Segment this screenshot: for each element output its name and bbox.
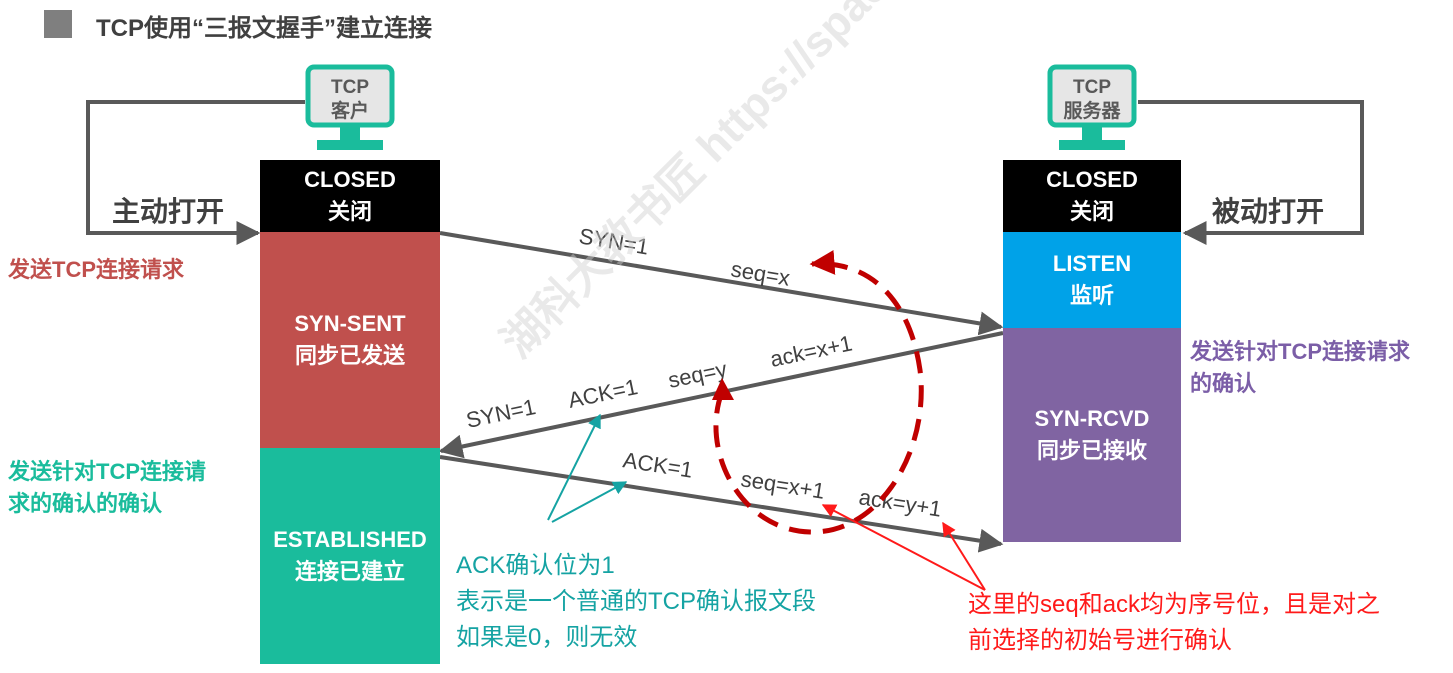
watermark: 湖科大教书匠 https://space.bilibili.com/360996…	[492, 0, 1453, 367]
page-title: TCP使用“三报文握手”建立连接	[96, 15, 432, 42]
server-state-listen-desc: 监听	[1069, 283, 1114, 308]
server-state-syn-rcvd-name: SYN-RCVD	[1034, 406, 1150, 431]
seq-note-pointer-2	[942, 521, 986, 591]
message-1-seq: seq=x	[729, 256, 792, 290]
client-monitor-line2: 客户	[331, 99, 369, 122]
seq-note-pointer-1	[821, 504, 986, 591]
active-open-arrow	[86, 100, 305, 245]
passive-open-arrow	[1138, 100, 1364, 245]
server-send-ack-label-line2: 的确认	[1190, 371, 1257, 396]
client-monitor-icon: TCP 客户	[305, 64, 395, 150]
ack-note-pointer-2	[551, 481, 628, 523]
ack-note-line1: ACK确认位为1	[456, 552, 615, 579]
message-2-ack-flag: ACK=1	[566, 374, 640, 413]
ack-note-line2: 表示是一个普通的TCP确认报文段	[456, 588, 816, 615]
dashed-loop-arrow	[713, 249, 924, 535]
server-state-closed-name: CLOSED	[1046, 167, 1138, 192]
seq-note-line1: 这里的seq和ack均为序号位，且是对之	[968, 591, 1381, 618]
message-2-syn: SYN=1	[464, 394, 538, 433]
client-send-ack-label: 发送针对TCP连接请 求的确认的确认	[8, 456, 206, 520]
server-state-syn-rcvd-desc: 同步已接收	[1036, 438, 1147, 463]
seq-note-line2: 前选择的初始号进行确认	[968, 627, 1232, 654]
client-state-established-name: ESTABLISHED	[273, 527, 427, 552]
ack-note-line3: 如果是0，则无效	[456, 624, 638, 651]
seq-ack-note: 这里的seq和ack均为序号位，且是对之 前选择的初始号进行确认	[968, 587, 1380, 659]
client-state-closed-name: CLOSED	[304, 167, 396, 192]
server-open-label: 被动打开	[1212, 196, 1325, 227]
message-3-ack-flag: ACK=1	[621, 447, 694, 482]
server-monitor-line2: 服务器	[1063, 99, 1121, 122]
message-3-seq: seq=x+1	[739, 466, 826, 504]
client-state-established-desc: 连接已建立	[294, 559, 405, 584]
client-send-ack-label-line1: 发送针对TCP连接请	[8, 459, 207, 484]
server-send-ack-label-line1: 发送针对TCP连接请求	[1190, 339, 1411, 364]
ack-note-pointer-1	[547, 413, 601, 521]
client-state-syn-sent-desc: 同步已发送	[294, 343, 405, 368]
server-monitor-icon: TCP 服务器	[1047, 64, 1137, 150]
server-state-syn-rcvd: SYN-RCVD 同步已接收	[1003, 328, 1181, 542]
server-state-closed: CLOSED 关闭	[1003, 160, 1181, 232]
server-monitor-line1: TCP	[1073, 77, 1111, 98]
client-send-request-label: 发送TCP连接请求	[8, 257, 185, 282]
server-state-listen-name: LISTEN	[1052, 251, 1132, 276]
message-3-ack: ack=y+1	[857, 484, 943, 521]
client-monitor-line1: TCP	[331, 77, 369, 98]
client-state-closed-desc: 关闭	[327, 199, 372, 224]
message-1-arrow	[439, 231, 1004, 336]
client-open-label: 主动打开	[112, 196, 225, 227]
server-state-closed-desc: 关闭	[1069, 199, 1114, 224]
client-state-syn-sent-name: SYN-SENT	[294, 311, 406, 336]
dashed-loop-arrowhead-left	[712, 378, 734, 400]
ack-flag-note: ACK确认位为1 表示是一个普通的TCP确认报文段 如果是0，则无效	[456, 548, 816, 656]
client-send-ack-label-line2: 求的确认的确认	[8, 491, 163, 516]
client-state-closed: CLOSED 关闭	[260, 160, 440, 232]
server-send-ack-label: 发送针对TCP连接请求 的确认	[1190, 336, 1410, 400]
message-3-arrow	[439, 455, 1004, 553]
server-state-listen: LISTEN 监听	[1003, 232, 1181, 328]
client-state-syn-sent: SYN-SENT 同步已发送	[260, 232, 440, 448]
client-state-established: ESTABLISHED 连接已建立	[260, 448, 440, 664]
title-bullet	[44, 10, 72, 38]
